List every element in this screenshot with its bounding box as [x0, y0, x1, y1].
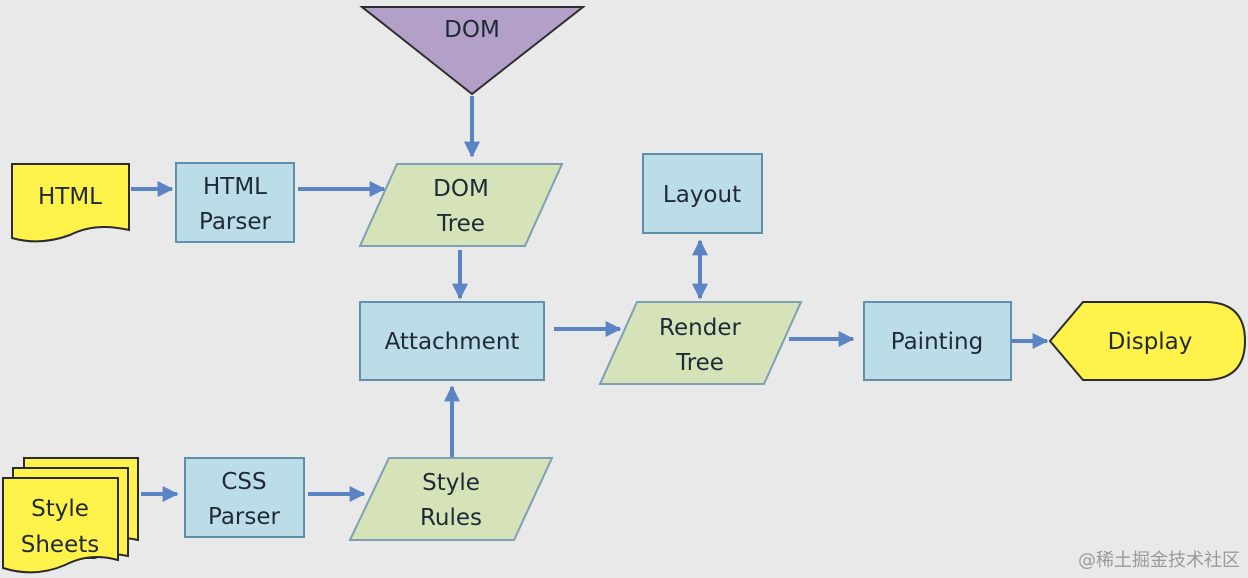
css-parser-line2: Parser — [208, 504, 281, 530]
dom-tree-line1: DOM — [433, 176, 489, 202]
node-display: Display — [1048, 301, 1247, 381]
style-sheets-line2: Sheets — [21, 532, 99, 558]
dom-tree-shape — [358, 163, 564, 247]
node-layout: Layout — [642, 153, 763, 234]
layout-label: Layout — [663, 182, 741, 208]
node-attachment: Attachment — [359, 301, 545, 381]
style-sheets-front-page — [2, 477, 119, 574]
display-shape — [1048, 301, 1247, 381]
node-painting: Painting — [863, 301, 1012, 381]
render-tree-line1: Render — [659, 315, 741, 341]
html-parser-line1: HTML — [203, 174, 267, 200]
node-html-parser: HTML Parser — [175, 162, 295, 243]
style-rules-shape — [348, 457, 554, 541]
attachment-label: Attachment — [385, 329, 520, 355]
html-document-shape — [11, 163, 130, 243]
html-parser-line2: Parser — [199, 209, 272, 235]
display-label: Display — [1108, 329, 1193, 355]
dom-tree-line2: Tree — [436, 211, 485, 237]
attachment-box — [359, 301, 545, 381]
html-parser-box — [175, 162, 295, 243]
node-html: HTML — [11, 163, 130, 243]
render-tree-shape — [598, 301, 803, 385]
layout-box — [642, 153, 763, 234]
painting-label: Painting — [891, 329, 983, 355]
html-label: HTML — [38, 184, 102, 210]
node-render-tree: Render Tree — [598, 301, 803, 385]
dom-label: DOM — [444, 17, 500, 43]
node-style-sheets: Style Sheets — [2, 457, 139, 574]
node-style-rules: Style Rules — [348, 457, 554, 541]
watermark-text: @稀土掘金技术社区 — [1078, 550, 1240, 571]
dom-triangle — [359, 6, 586, 96]
css-parser-line1: CSS — [221, 469, 266, 495]
node-dom: DOM — [359, 6, 586, 96]
style-sheets-line1: Style — [31, 496, 89, 522]
css-parser-box — [184, 457, 305, 538]
edges — [131, 96, 1049, 502]
node-dom-tree: DOM Tree — [358, 163, 564, 247]
render-tree-line2: Tree — [675, 350, 724, 376]
style-rules-line2: Rules — [420, 505, 482, 531]
style-rules-line1: Style — [422, 470, 480, 496]
node-css-parser: CSS Parser — [184, 457, 305, 538]
painting-box — [863, 301, 1012, 381]
